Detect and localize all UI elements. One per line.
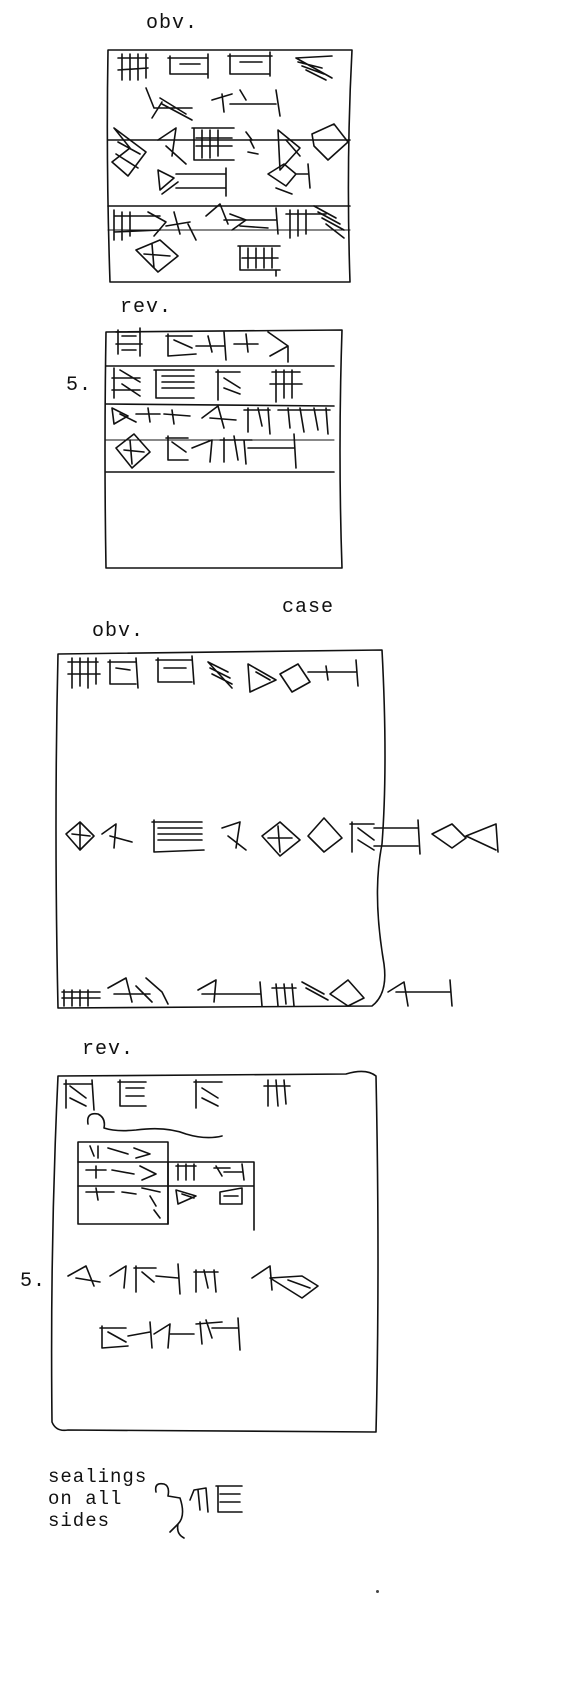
sealings-note-line-2: on all	[48, 1488, 123, 1510]
case-line-5-label: 5.	[20, 1270, 47, 1293]
case-obverse-drawing	[52, 644, 522, 1016]
cuneiform-signs	[61, 655, 499, 1007]
tablet-reverse-drawing	[100, 322, 350, 572]
case-label: case	[282, 596, 335, 619]
cuneiform-signs	[107, 51, 351, 277]
tablet-line-5-label: 5.	[66, 374, 93, 397]
cuneiform-signs	[105, 327, 335, 473]
stray-ink-dot	[376, 1590, 379, 1593]
tablet-obverse-label: obv.	[146, 12, 199, 35]
seal-impression-sketch	[150, 1476, 260, 1546]
cuneiform-signs	[63, 1079, 319, 1351]
tablet-obverse-drawing	[100, 44, 360, 294]
tablet-reverse-label: rev.	[120, 296, 173, 319]
sealings-note-line-3: sides	[48, 1510, 111, 1532]
sealings-note-line-1: sealings	[48, 1466, 148, 1488]
case-obverse-label: obv.	[92, 620, 145, 643]
case-reverse-label: rev.	[82, 1038, 135, 1061]
case-reverse-drawing	[46, 1066, 386, 1438]
